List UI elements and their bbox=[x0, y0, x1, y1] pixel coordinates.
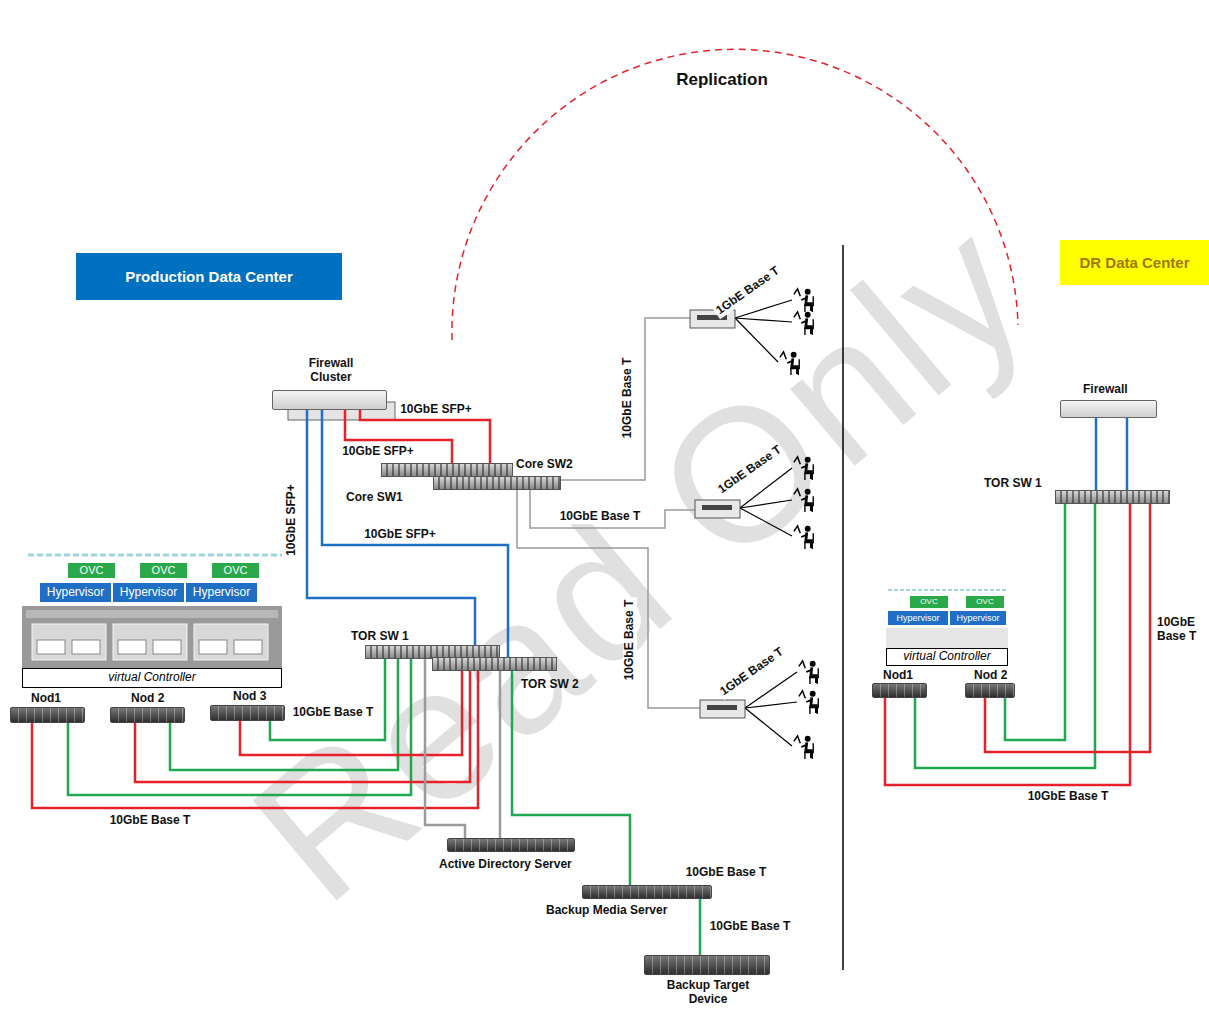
server-node: Nod 2 bbox=[110, 707, 185, 723]
core-switch: Core SW1 bbox=[381, 463, 513, 477]
title-label: Replication bbox=[674, 70, 770, 90]
node-label: TOR SW 1 bbox=[351, 630, 409, 644]
node-label: Nod1 bbox=[883, 669, 913, 683]
cable bbox=[1126, 418, 1129, 490]
cable bbox=[512, 671, 630, 885]
node-label: Hypervisor bbox=[47, 586, 104, 600]
node-label: DR Data Center bbox=[1079, 254, 1189, 271]
tor-switch: TOR SW 2 bbox=[432, 657, 557, 671]
node-label: OVC bbox=[920, 597, 937, 606]
cable bbox=[270, 659, 385, 740]
hypervisor-box: Hypervisor bbox=[186, 583, 257, 602]
firewall: Firewall bbox=[1060, 400, 1157, 418]
node-label: virtual Controller bbox=[108, 671, 195, 685]
cable bbox=[1005, 504, 1065, 740]
hypervisor-box: Hypervisor bbox=[113, 583, 184, 602]
node-label: TOR SW 2 bbox=[521, 678, 579, 692]
server-node: Nod 3 bbox=[210, 705, 285, 721]
node-label: Hypervisor bbox=[896, 613, 939, 623]
storage-device: Backup Target Device bbox=[644, 955, 770, 975]
node-label: OVC bbox=[976, 597, 993, 606]
ovc-box: OVC bbox=[68, 563, 115, 578]
cable bbox=[985, 504, 1150, 752]
ovc-box: OVC bbox=[212, 563, 259, 578]
cable-label: 10GbE Base T bbox=[623, 598, 637, 683]
node-label: OVC bbox=[152, 564, 176, 577]
server-node: Nod1 bbox=[872, 683, 927, 698]
node-label: Core SW1 bbox=[346, 491, 403, 505]
server: Backup Media Server bbox=[582, 885, 712, 899]
hypervisor-box: Hypervisor bbox=[888, 611, 948, 625]
node-label: Nod 3 bbox=[233, 690, 266, 704]
cable bbox=[915, 504, 1095, 768]
server-node: Nod1 bbox=[10, 707, 85, 723]
region-label: DR Data Center bbox=[1060, 240, 1209, 285]
cable bbox=[885, 504, 1130, 785]
ovc-box: OVC bbox=[910, 596, 948, 608]
node-label: OVC bbox=[224, 564, 248, 577]
controller-box: virtual Controller bbox=[886, 648, 1008, 666]
cable-label: 10GbE Base T bbox=[621, 356, 635, 441]
cable-label: 10GbE Base T bbox=[684, 866, 769, 880]
cable-label: 10GbE Base T bbox=[558, 510, 643, 524]
cable bbox=[499, 671, 502, 838]
node-label: Backup Target Device bbox=[653, 979, 763, 1007]
ovc-box: OVC bbox=[966, 596, 1004, 608]
cable bbox=[699, 899, 702, 955]
cable-label: 10GbE Base T bbox=[291, 706, 376, 720]
server: Active Directory Server bbox=[447, 838, 575, 852]
cable bbox=[322, 410, 508, 657]
node-label: Backup Media Server bbox=[546, 904, 667, 918]
cable-label: 10GbE SFP+ bbox=[362, 528, 438, 542]
node-label: Hypervisor bbox=[193, 586, 250, 600]
node-label: Hypervisor bbox=[120, 586, 177, 600]
node-label: Nod 2 bbox=[131, 692, 164, 706]
node-label: virtual Controller bbox=[903, 650, 990, 664]
cable bbox=[32, 671, 478, 808]
cable bbox=[1095, 418, 1098, 490]
cable bbox=[307, 410, 475, 645]
cable-label: 10GbE Base T bbox=[1155, 616, 1205, 644]
controller-box: virtual Controller bbox=[22, 668, 282, 688]
node-label: Nod1 bbox=[31, 692, 61, 706]
node-label: Firewall Cluster bbox=[288, 357, 374, 385]
node-label: Production Data Center bbox=[125, 268, 293, 285]
node-label: Active Directory Server bbox=[439, 858, 572, 872]
node-label: Firewall bbox=[1083, 383, 1128, 397]
ovc-box: OVC bbox=[140, 563, 187, 578]
tor-switch: TOR SW 1 bbox=[1055, 490, 1170, 504]
cable-label: 10GbE SFP+ bbox=[398, 403, 474, 417]
node-label: OVC bbox=[80, 564, 104, 577]
node-label: Core SW2 bbox=[516, 458, 573, 472]
firewall: Firewall Cluster bbox=[272, 390, 387, 410]
cable-label: 10GbE Base T bbox=[708, 920, 793, 934]
node-label: Nod 2 bbox=[974, 669, 1007, 683]
cable-label: 10GbE Base T bbox=[108, 814, 193, 828]
cable bbox=[425, 659, 465, 838]
cable-label: 10GbE SFP+ bbox=[285, 482, 299, 558]
hypervisor-box: Hypervisor bbox=[40, 583, 111, 602]
cable-label: 10GbE Base T bbox=[1026, 790, 1111, 804]
region-label: Production Data Center bbox=[76, 253, 342, 300]
hypervisor-box: Hypervisor bbox=[950, 611, 1006, 625]
server-node: Nod 2 bbox=[965, 683, 1015, 698]
cable-label: 10GbE SFP+ bbox=[340, 445, 416, 459]
node-label: Hypervisor bbox=[956, 613, 999, 623]
node-label: TOR SW 1 bbox=[984, 477, 1042, 491]
cable-label: 1GbE Base T bbox=[716, 644, 788, 700]
core-switch: Core SW2 bbox=[433, 476, 561, 490]
